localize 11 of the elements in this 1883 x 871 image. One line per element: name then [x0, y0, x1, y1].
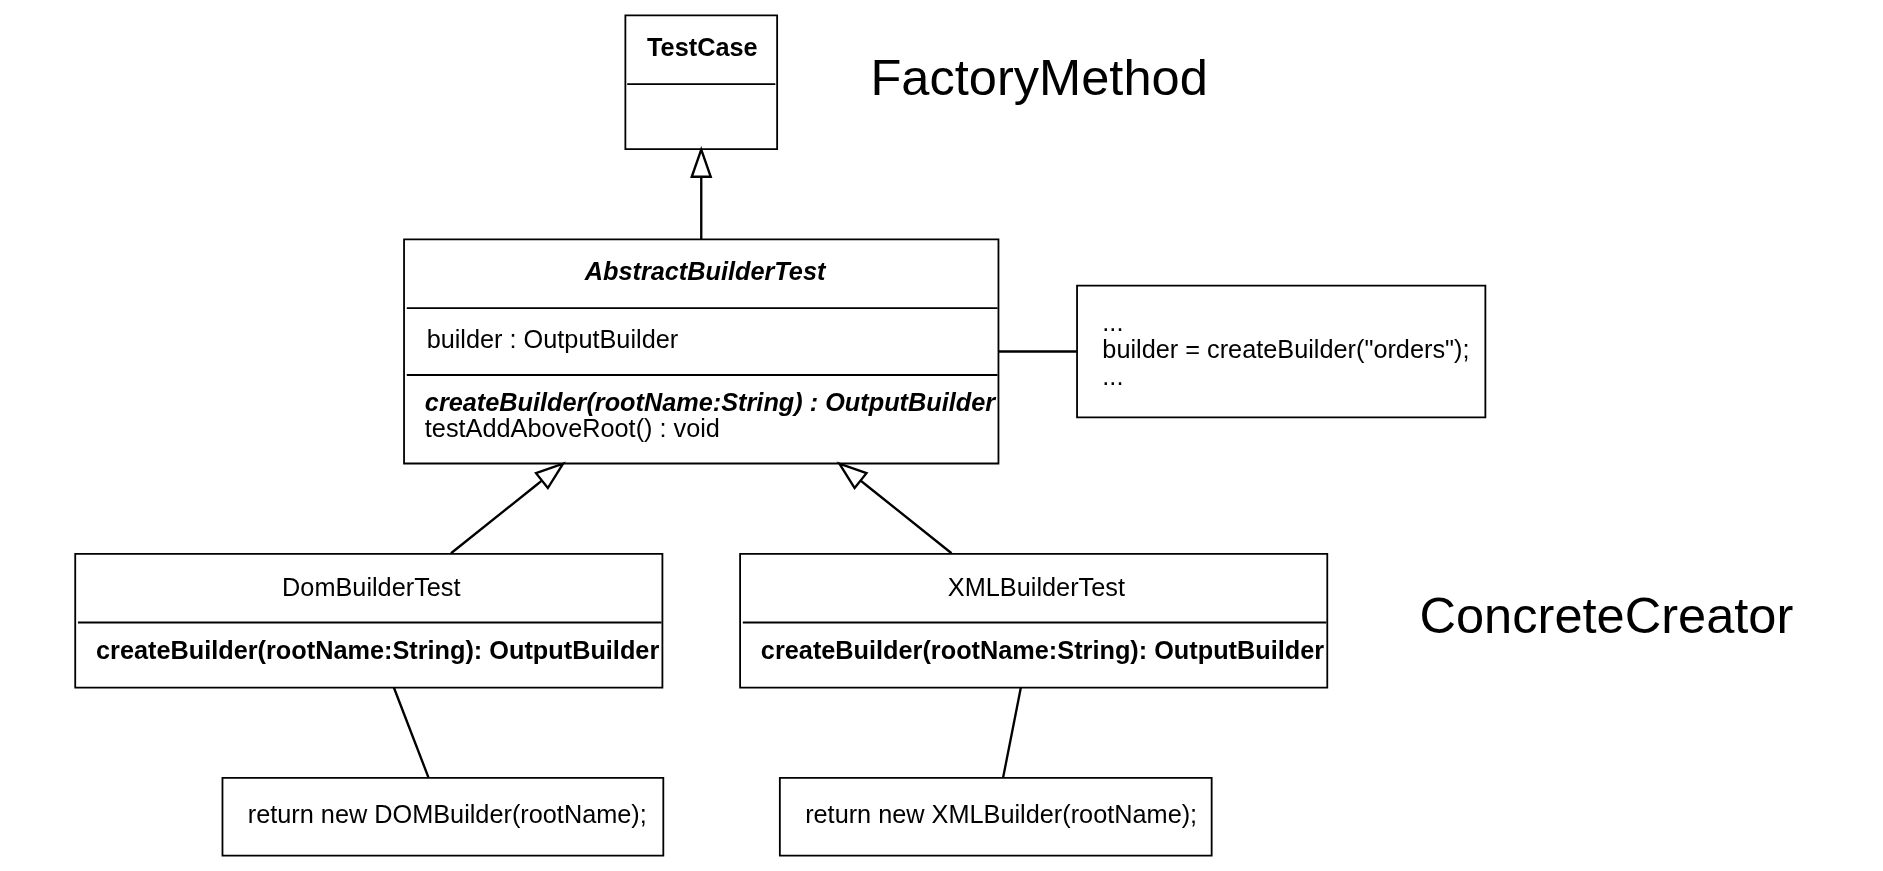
label: FactoryMethod — [869, 48, 1208, 106]
arrow — [449, 461, 566, 555]
label: ConcreteCreator — [1418, 587, 1793, 645]
connector — [998, 350, 1077, 353]
node-box: ... builder = createBuilder("orders"); ... — [1075, 284, 1486, 419]
node-box: return new XMLBuilder(rootName); — [778, 776, 1213, 857]
arrow — [689, 146, 712, 240]
node-box: return new DOMBuilder(rootName); — [221, 776, 664, 857]
connector — [1001, 687, 1022, 779]
arrow — [836, 461, 952, 555]
connector — [392, 687, 430, 779]
